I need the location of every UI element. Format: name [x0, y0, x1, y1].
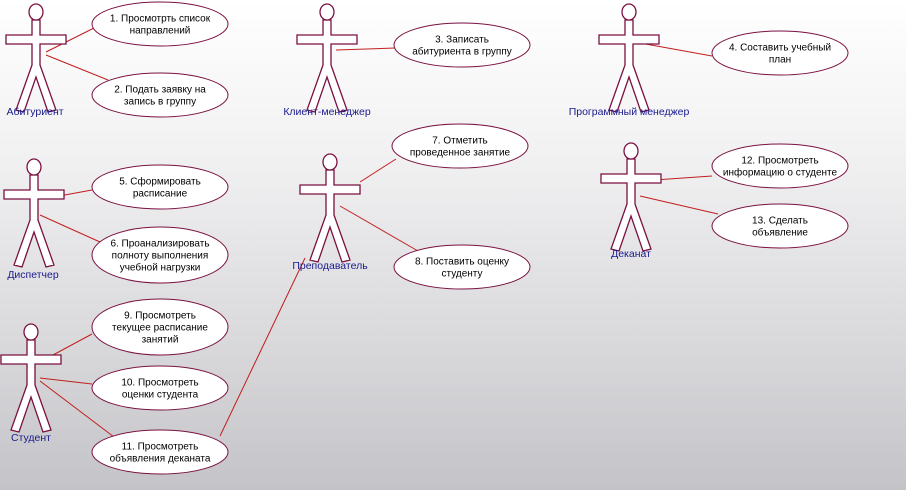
use-case-ellipse — [711, 143, 849, 189]
association-teacher-uc7 — [359, 158, 397, 183]
actor-figure-icon — [299, 169, 361, 263]
use-case-ellipse — [91, 72, 229, 118]
actor-head-icon — [322, 153, 338, 171]
use-case-text-line: 4. Составить учебный — [729, 42, 831, 54]
use-case-ellipse — [391, 123, 529, 169]
actor-head-icon — [26, 158, 42, 176]
use-case-ellipse — [393, 244, 531, 290]
actor-teacher[interactable] — [299, 153, 361, 263]
actor-label: Клиент-менеджер — [283, 106, 371, 118]
association-abiturient-uc1 — [45, 27, 95, 53]
use-case-ellipse — [711, 203, 849, 249]
actor-dispatcher[interactable] — [3, 158, 65, 268]
use-case-text-line: 13. Сделать — [752, 216, 808, 227]
use-case-text-line: 6. Проанализировать — [110, 239, 209, 250]
actor-label: Диспетчер — [7, 269, 59, 281]
association-teacher-uc8 — [339, 205, 419, 252]
use-case-ellipse — [91, 1, 229, 47]
use-case-ellipse — [91, 164, 229, 210]
use-case-ellipse — [91, 429, 229, 475]
actor-head-icon — [621, 3, 637, 21]
association-program_manager-uc4 — [639, 42, 713, 57]
use-case-text-line: оценки студента — [122, 390, 199, 401]
association-teacher-uc11 — [219, 257, 306, 437]
actor-label: Студент — [11, 432, 51, 444]
use-case-text-line: полноту выполнения — [112, 251, 209, 262]
use-case-text-line: 5. Сформировать — [119, 176, 201, 188]
use-case-text-line: объявление — [752, 227, 808, 239]
association-dean-uc13 — [639, 195, 719, 215]
actor-head-icon — [319, 3, 335, 21]
actor-head-icon — [23, 323, 39, 341]
actor-label: Программный менеджер — [569, 106, 690, 118]
use-case-text-line: 8. Поставить оценку — [415, 257, 509, 268]
actor-figure-icon — [3, 174, 65, 268]
use-case-text-line: 2. Подать заявку на — [114, 85, 206, 96]
actor-head-icon — [623, 142, 639, 160]
use-case-text-line: информацию о студенте — [723, 167, 838, 179]
use-case-text-line: 12. Просмотреть — [741, 156, 818, 167]
actor-figure-icon — [0, 339, 62, 433]
use-case-text-line: занятий — [142, 335, 179, 346]
use-case-ellipse — [91, 365, 229, 411]
actor-figure-icon — [598, 19, 660, 113]
actor-head-icon — [28, 3, 44, 21]
use-case-text-line: направлений — [130, 26, 191, 37]
actor-figure-icon — [600, 158, 662, 252]
use-case-ellipse — [393, 22, 531, 68]
use-case-text-line: 7. Отметить — [432, 136, 488, 147]
use-case-text-line: проведенное занятие — [410, 148, 511, 159]
association-student-uc11 — [39, 380, 115, 438]
actor-label: Абитуриент — [6, 106, 63, 118]
association-dispatcher-uc6 — [39, 214, 101, 243]
actor-program-manager[interactable] — [598, 3, 660, 113]
actor-label: Деканат — [611, 248, 651, 260]
actor-student[interactable] — [0, 323, 62, 433]
association-student-uc10 — [39, 377, 93, 385]
use-case-text-line: объявления деканата — [110, 453, 211, 465]
use-case-text-line: 1. Просмотрть список — [110, 14, 211, 25]
association-layer — [39, 27, 719, 438]
use-case-text-line: запись в группу — [124, 97, 196, 108]
use-case-text-line: 10. Просмотреть — [121, 378, 198, 389]
actor-abiturient[interactable] — [5, 3, 67, 113]
actor-figure-icon — [296, 19, 358, 113]
actor-label: Преподаватель — [292, 260, 368, 272]
use-case-text-line: план — [769, 55, 791, 66]
use-case-text-line: учебной нагрузки — [120, 262, 201, 274]
association-client_manager-uc3 — [335, 47, 396, 51]
use-case-text-line: текущее расписание — [112, 323, 208, 334]
use-case-text-line: 9. Просмотреть — [124, 311, 196, 322]
use-case-ellipse — [91, 298, 229, 356]
use-case-text-line: 11. Просмотреть — [122, 442, 199, 453]
actor-layer: Абитуриент Клиент-менеджер Программный мен… — [0, 3, 690, 444]
actor-dean[interactable] — [600, 142, 662, 252]
actor-figure-icon — [5, 19, 67, 113]
use-case-text-line: абитуриента в группу — [412, 46, 512, 58]
use-case-ellipse — [91, 226, 229, 284]
use-case-text-line: 3. Записать — [435, 35, 489, 46]
use-case-ellipse — [711, 30, 849, 76]
actor-client-manager[interactable] — [296, 3, 358, 113]
use-case-text-line: студенту — [442, 269, 483, 280]
association-abiturient-uc2 — [45, 54, 109, 81]
use-case-text-line: расписание — [133, 189, 188, 200]
